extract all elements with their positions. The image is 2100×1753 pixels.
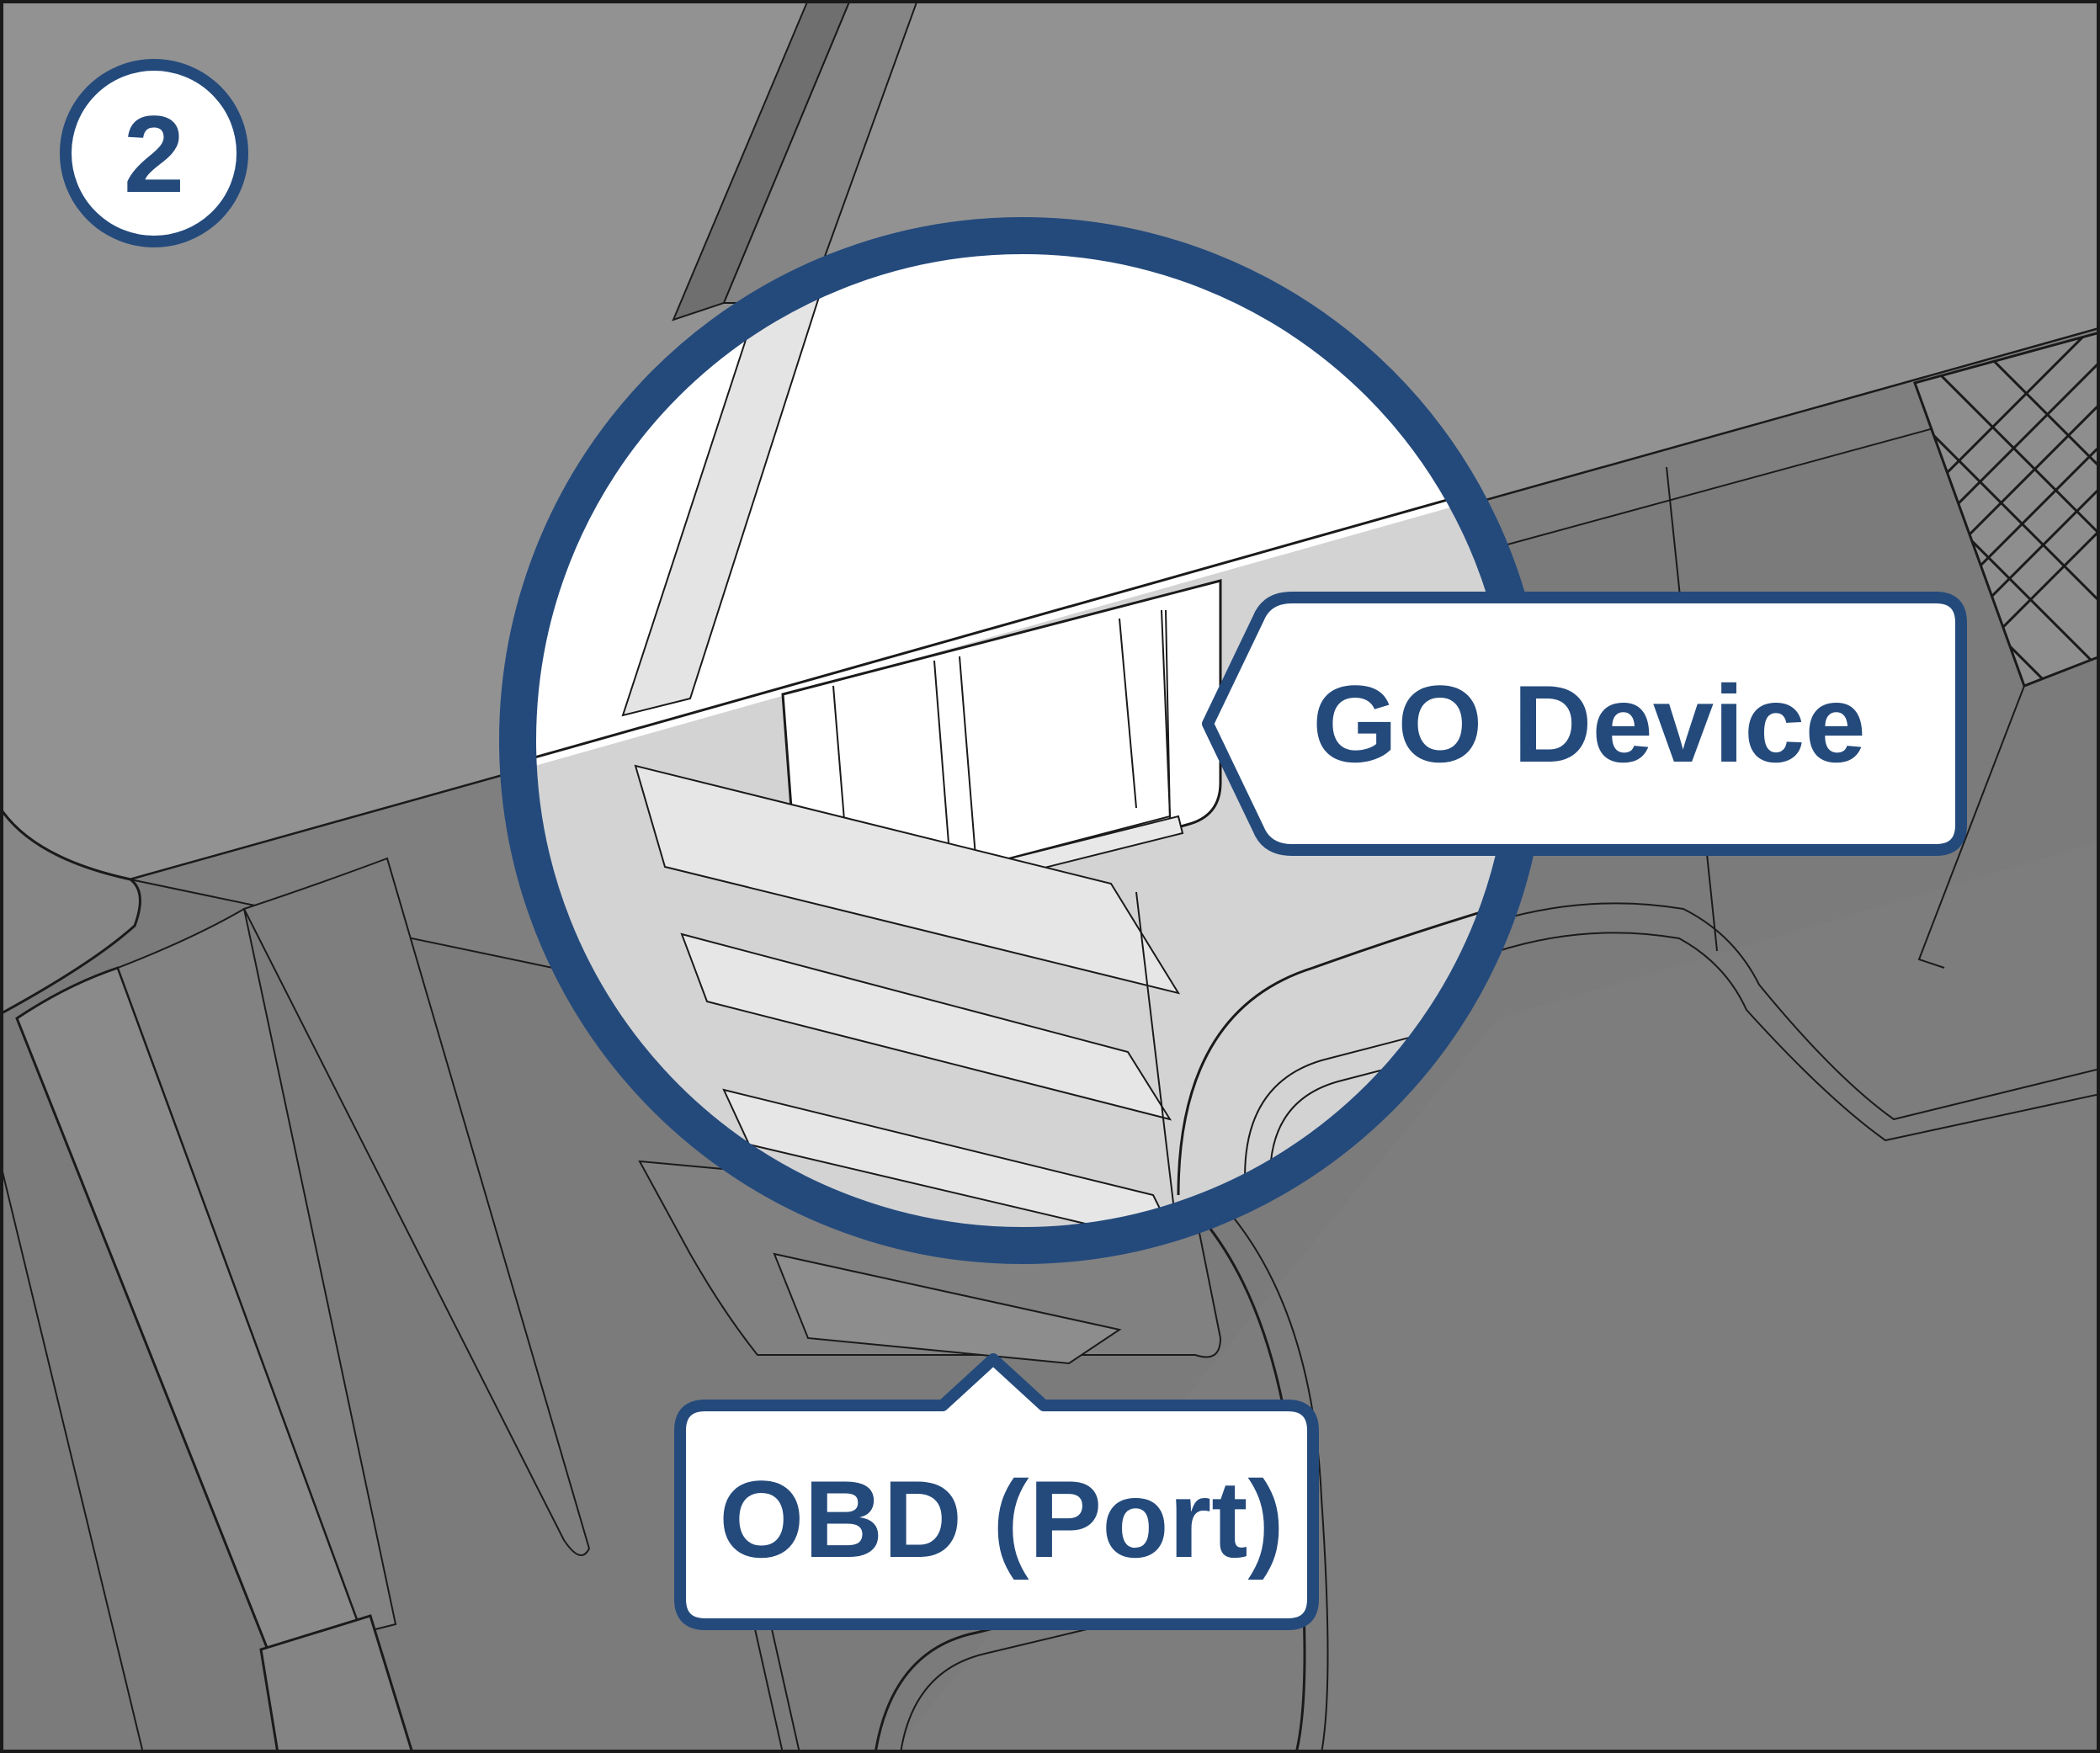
go-device-label: GO Device	[1312, 662, 1866, 785]
step-number: 2	[124, 93, 184, 215]
obd-port-callout: OBD (Port)	[674, 1353, 1319, 1630]
go-device-callout: GO Device	[1202, 592, 1967, 856]
step-badge: 2	[60, 59, 248, 247]
obd-port-label: OBD (Port)	[719, 1458, 1284, 1580]
center-console	[3, 810, 141, 1014]
